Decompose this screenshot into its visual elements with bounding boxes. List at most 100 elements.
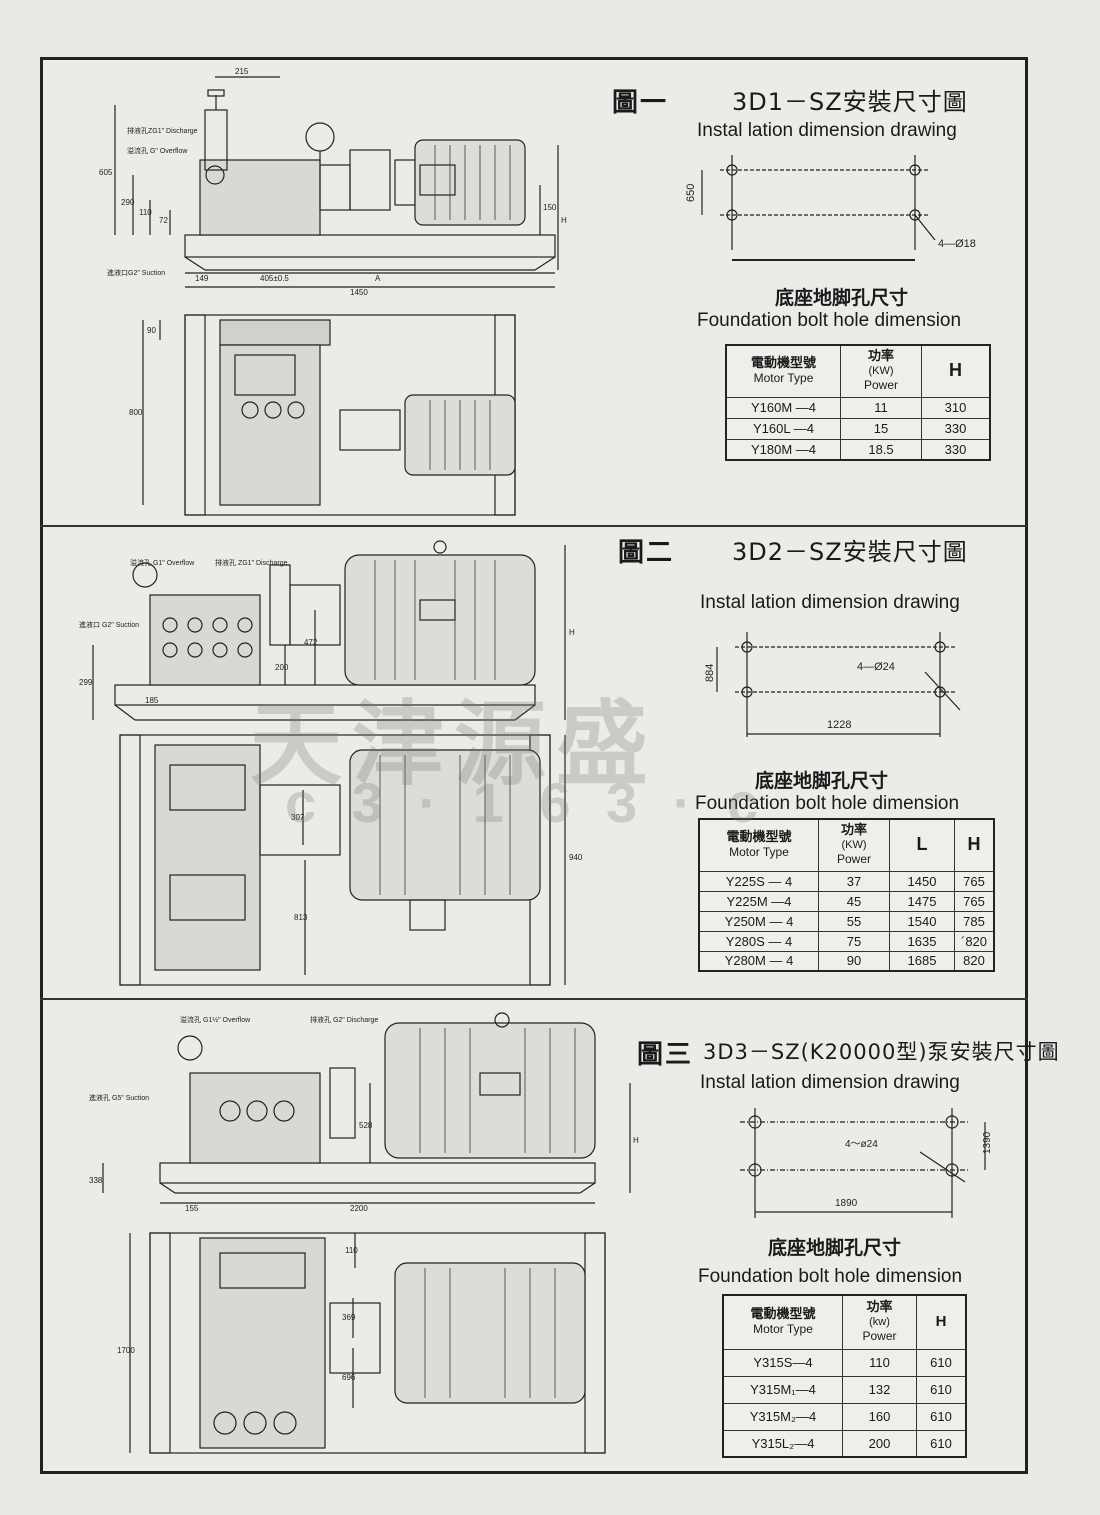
- fig1-subtitle-en: Instal lation dimension drawing: [697, 120, 957, 141]
- fig1-callout-discharge: 排液孔ZG1" Discharge: [127, 126, 198, 135]
- h-value: 610: [916, 1375, 967, 1404]
- fig2-title: 3D2－SZ安裝尺寸圖: [732, 538, 968, 566]
- fig3-th-power-cn: 功率: [866, 1300, 893, 1316]
- fig2-callout-discharge: 排液孔 ZG1" Discharge: [215, 558, 288, 567]
- l-value: 1475: [889, 890, 955, 912]
- motor-type: Y315S—4: [722, 1348, 843, 1377]
- fig3-dim-696: 696: [342, 1373, 356, 1382]
- fig2-bolt-depth: 884: [704, 664, 716, 682]
- fig2-label: 圖二: [618, 538, 675, 568]
- fig2-th-motor-en: Motor Type: [729, 845, 789, 860]
- power: 11: [840, 396, 922, 419]
- motor-type: Y315M₁—4: [722, 1375, 843, 1404]
- fig1-base-frame: [184, 234, 556, 258]
- fig1-th-motor-en: Motor Type: [753, 371, 814, 386]
- fig3-subtitle-en: Instal lation dimension drawing: [700, 1072, 960, 1093]
- fig3-dim-155: 155: [185, 1204, 199, 1213]
- motor-type: Y315L₂—4: [722, 1429, 843, 1458]
- motor-type: Y160M —4: [725, 396, 841, 419]
- fig2-th-power-en: Power: [836, 852, 871, 867]
- h-value: 785: [954, 910, 995, 932]
- fig1-motor: [414, 139, 526, 226]
- fig2-pressure-gauge: [132, 562, 158, 588]
- l-value: 1635: [889, 930, 955, 952]
- fig1-bolt-depth: 650: [685, 184, 697, 202]
- h-value: 820: [954, 950, 995, 972]
- fig1-callout-suction: 進液口G2" Suction: [107, 268, 165, 277]
- h-value: 310: [921, 396, 991, 419]
- fig3-dim-338: 338: [89, 1176, 103, 1185]
- power: 18.5: [840, 438, 922, 461]
- fig2-th-motor-cn: 電動機型號: [726, 830, 792, 846]
- fig2-pump-body: [149, 594, 261, 686]
- fig2-pump-drawing: H 299 185 472 200 溢流孔 G1" Overflow 排液孔 Z…: [75, 535, 595, 990]
- fig2-th-power-cn: 功率: [840, 823, 867, 839]
- h-value: 330: [921, 438, 991, 461]
- l-value: 1540: [889, 910, 955, 932]
- l-value: 1450: [889, 870, 955, 892]
- fig3-bolt-hole-diagram: 4～ø24 1390 1890: [730, 1100, 1000, 1230]
- fig3-th-h: H: [935, 1313, 947, 1331]
- fig2-dim-h: H: [569, 628, 575, 637]
- fig1-dim-605: 605: [99, 168, 113, 177]
- fig3-base-frame: [159, 1162, 596, 1184]
- fig1-dim-149: 149: [195, 274, 209, 283]
- fig1-bolt-title-en: Foundation bolt hole dimension: [697, 310, 962, 331]
- fig1-plan-pump: [219, 344, 321, 506]
- power: 37: [818, 870, 890, 892]
- power: 160: [842, 1402, 917, 1431]
- fig2-base-frame: [114, 684, 536, 706]
- fig1-dim-215: 215: [235, 67, 249, 76]
- fig1-pump-body: [199, 159, 321, 236]
- fig3-callout-suction: 進液孔 G5" Suction: [89, 1093, 149, 1102]
- watermark-url: c 3 · 1 6 3 · c: [285, 771, 769, 834]
- h-value: 610: [916, 1348, 967, 1377]
- fig3-title: 3D3－SZ(K20000型)泵安裝尺寸圖: [703, 1040, 1060, 1064]
- h-value: 765: [954, 890, 995, 912]
- fig2-callout-suction: 進液口 G2" Suction: [79, 620, 139, 629]
- fig3-dim-h: H: [633, 1136, 639, 1145]
- fig1-dim-h: H: [561, 216, 567, 225]
- fig1-th-power-unit: (KW): [868, 365, 894, 378]
- power: 15: [840, 417, 922, 440]
- fig1-dim-405: 405±0.5: [260, 274, 289, 283]
- fig3-plan-motor: [394, 1262, 586, 1404]
- fig1-dim-90: 90: [147, 326, 156, 335]
- power: 55: [818, 910, 890, 932]
- fig2-bolt-title-en: Foundation bolt hole dimension: [695, 793, 960, 814]
- fig3-bolt-width: 1890: [835, 1198, 858, 1209]
- h-value: 765: [954, 870, 995, 892]
- fig2-valve: [269, 564, 291, 646]
- fig2-dim-813: 813: [294, 913, 308, 922]
- fig3-dim-110: 110: [345, 1246, 358, 1255]
- fig3-pump-body: [189, 1072, 321, 1164]
- motor-type: Y225S — 4: [698, 870, 819, 892]
- fig2-bolt-width: 1228: [827, 719, 851, 731]
- fig2-bolt-hole-diagram: 884 4—Ø24 1228: [695, 622, 995, 747]
- section-divider-2: [40, 998, 1028, 1000]
- fig2-dim-307: 307: [291, 813, 305, 822]
- h-value: 610: [916, 1429, 967, 1458]
- fig3-motor: [384, 1022, 596, 1159]
- fig2-callout-overflow: 溢流孔 G1" Overflow: [130, 558, 195, 567]
- fig1-label: 圖一: [612, 88, 669, 118]
- fig3-dim-1700: 1700: [117, 1346, 135, 1355]
- fig1-bolt-holes: 4—Ø18: [938, 238, 976, 250]
- power: 200: [842, 1429, 917, 1458]
- fig3-th-power-en: Power: [862, 1329, 897, 1344]
- power: 75: [818, 930, 890, 952]
- fig3-label: 圖三: [637, 1040, 694, 1070]
- section-divider-1: [40, 525, 1028, 527]
- fig2-bolt-title-cn: 底座地脚孔尺寸: [755, 770, 889, 792]
- fig1-dim-800: 800: [129, 408, 143, 417]
- fig1-dim-a: A: [375, 274, 381, 283]
- fig3-dim-369: 369: [342, 1313, 356, 1322]
